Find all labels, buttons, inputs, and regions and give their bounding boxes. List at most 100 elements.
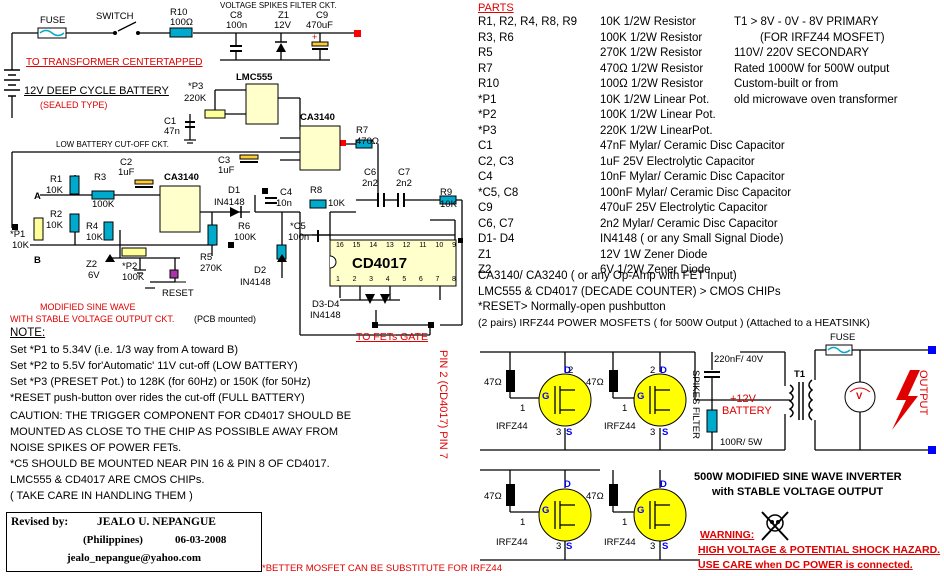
fet1-pin1: 1	[520, 403, 526, 414]
fet3-gate-label: G	[542, 505, 550, 516]
fet2-gate-label: G	[637, 391, 645, 402]
ic-pin-number: 6	[418, 276, 423, 283]
battery-label: 12V DEEP CYCLE BATTERY	[24, 85, 169, 97]
note-line: Set *P3 (PRESET Pot.) to 128K (for 60Hz)…	[10, 376, 311, 388]
r1-label: R1	[50, 174, 63, 185]
revised-date: 06-03-2008	[175, 534, 227, 546]
pin-label-vertical: PIN 2 (CD4017) PIN 7	[437, 350, 449, 459]
fet3-resistor-label: 47Ω	[484, 491, 502, 502]
ic-pin-number: 15	[352, 242, 361, 249]
warning-line-2: USE CARE when DC POWER is connected.	[698, 559, 913, 571]
ic-pin-number: 5	[402, 276, 407, 283]
fet4-gate-label: G	[637, 505, 645, 516]
transformer-note-line: (FOR IRFZ44 MOSFET)	[760, 31, 885, 44]
c1-value: 47n	[164, 126, 180, 137]
inverter-title-2: with STABLE VOLTAGE OUTPUT	[712, 486, 884, 498]
parts-ref: C2, C3	[478, 155, 514, 168]
parts-extra-line: LMC555 & CD4017 (DECADE COUNTER) > CMOS …	[478, 285, 781, 298]
c4-label: C4	[280, 187, 293, 198]
d2-value: IN4148	[240, 277, 271, 288]
c7-label: C7	[398, 167, 411, 178]
ic-pin-number: 13	[385, 242, 394, 249]
parts-ref: Z2	[478, 264, 492, 276]
note-line: Set *P2 to 5.5V for'Automatic' 11V cut-o…	[10, 360, 298, 372]
ic-pin-number: 1	[336, 276, 340, 283]
revised-name: JEALO U. NEPANGUE	[97, 516, 216, 528]
r9-label: R9	[440, 187, 453, 198]
parts-ref: R5	[478, 47, 493, 59]
parts-value: 1uF 25V Electrolytic Capacitor	[600, 155, 755, 168]
parts-extra-line: *RESET> Normally-open pushbutton	[478, 301, 666, 313]
skull-icon	[761, 511, 789, 541]
parts-value: 10K 1/2W Resistor	[600, 16, 696, 28]
fuse-label: FUSE	[40, 15, 66, 26]
parts-extra-line: (2 pairs) IRFZ44 POWER MOSFETS ( for 500…	[478, 316, 870, 329]
z2-value: 6V	[88, 270, 100, 281]
fet1-pin2: 2	[568, 365, 574, 376]
r9-value: 10K	[440, 199, 457, 210]
fet4-source-label: S	[662, 541, 669, 552]
battery-label-right: BATTERY	[722, 405, 772, 417]
c9-value: 470uF	[306, 20, 333, 31]
note-line: Set *P1 to 5.34V (i.e. 1/3 way from A to…	[10, 344, 239, 356]
parts-value: 10nF Mylar/ Ceramic Disc Capacitor	[600, 171, 785, 183]
parts-ref: *P3	[478, 124, 497, 137]
r7-label: R7	[356, 125, 369, 136]
r2-value: 10K	[46, 220, 63, 231]
c2-label: C2	[120, 157, 133, 168]
r1-value: 10K	[46, 185, 63, 196]
fet3-pin1: 1	[520, 517, 526, 528]
r8-label: R8	[310, 185, 323, 196]
caption-stable-output: WITH STABLE VOLTAGE OUTPUT CKT.	[10, 314, 175, 324]
fet1-resistor-label: 47Ω	[484, 377, 502, 388]
fet1-pin3: 3	[556, 427, 562, 438]
parts-ref: C9	[478, 202, 493, 214]
r6-label: R6	[238, 221, 251, 232]
revised-box: Revised by: JEALO U. NEPANGUE (Philippin…	[6, 512, 262, 572]
caption-modified-sine: MODIFIED SINE WAVE	[40, 302, 136, 312]
parts-value: 100nF Mylar/ Ceramic Disc Capacitor	[600, 186, 792, 199]
parts-heading: PARTS	[478, 2, 514, 14]
c8-value: 100n	[226, 20, 248, 31]
fet4-pin3: 3	[650, 541, 656, 552]
ic-pin-number: 10	[435, 242, 444, 249]
fuse2-label: FUSE	[830, 332, 856, 343]
warning-title: WARNING:	[700, 529, 755, 541]
revised-email: jealo_nepangue@yahoo.com	[67, 552, 201, 564]
c8-label: C8	[230, 10, 243, 21]
point-a-label: A	[34, 191, 41, 202]
ic-pin-number: 9	[452, 242, 456, 249]
r5-value: 270K	[200, 263, 223, 274]
parts-ref: R7	[478, 62, 493, 75]
fet2-pin2: 2	[650, 365, 656, 376]
fet4-drain-label: D	[660, 479, 667, 490]
parts-value: 10K 1/2W Linear Pot.	[600, 93, 710, 106]
fet4-pin1: 1	[622, 517, 628, 528]
spikes-filter-vertical: SPIKES FILTER	[690, 370, 701, 439]
r100-label: 100R/ 5W	[720, 437, 763, 448]
cd4017-label: CD4017	[352, 255, 408, 272]
cap-220nf-label: 220nF/ 40V	[714, 354, 764, 365]
parts-value: 220K 1/2W LinearPot.	[600, 124, 713, 137]
d3d4-value: IN4148	[310, 310, 341, 321]
z1-value: 12V	[274, 20, 291, 31]
parts-value: IN4148 ( or any Small Signal Diode)	[600, 233, 784, 245]
low-battery-label: LOW BATTERY CUT-OFF CKT.	[56, 140, 169, 149]
r8-value: 10K	[328, 198, 345, 209]
parts-ref: *P2	[478, 109, 497, 121]
ic-pin-number: 14	[369, 242, 378, 249]
fet2-pin1: 1	[622, 403, 628, 414]
parts-value: 100Ω 1/2W Resistor	[600, 78, 704, 90]
ca3140-top-label: CA3140	[300, 112, 335, 123]
p2-label: *P2	[122, 261, 138, 272]
to-fets-gate-label: TO FETs GATE	[356, 331, 428, 343]
c4-value: 10n	[276, 198, 292, 209]
caution-line: *C5 SHOULD BE MOUNTED NEAR PIN 16 & PIN …	[10, 458, 330, 470]
meter-label: V	[856, 391, 863, 402]
r2-label: R2	[50, 209, 63, 220]
c6-value: 2n2	[362, 178, 378, 189]
c2-value: 1uF	[118, 167, 135, 178]
parts-ref: R10	[478, 78, 500, 90]
